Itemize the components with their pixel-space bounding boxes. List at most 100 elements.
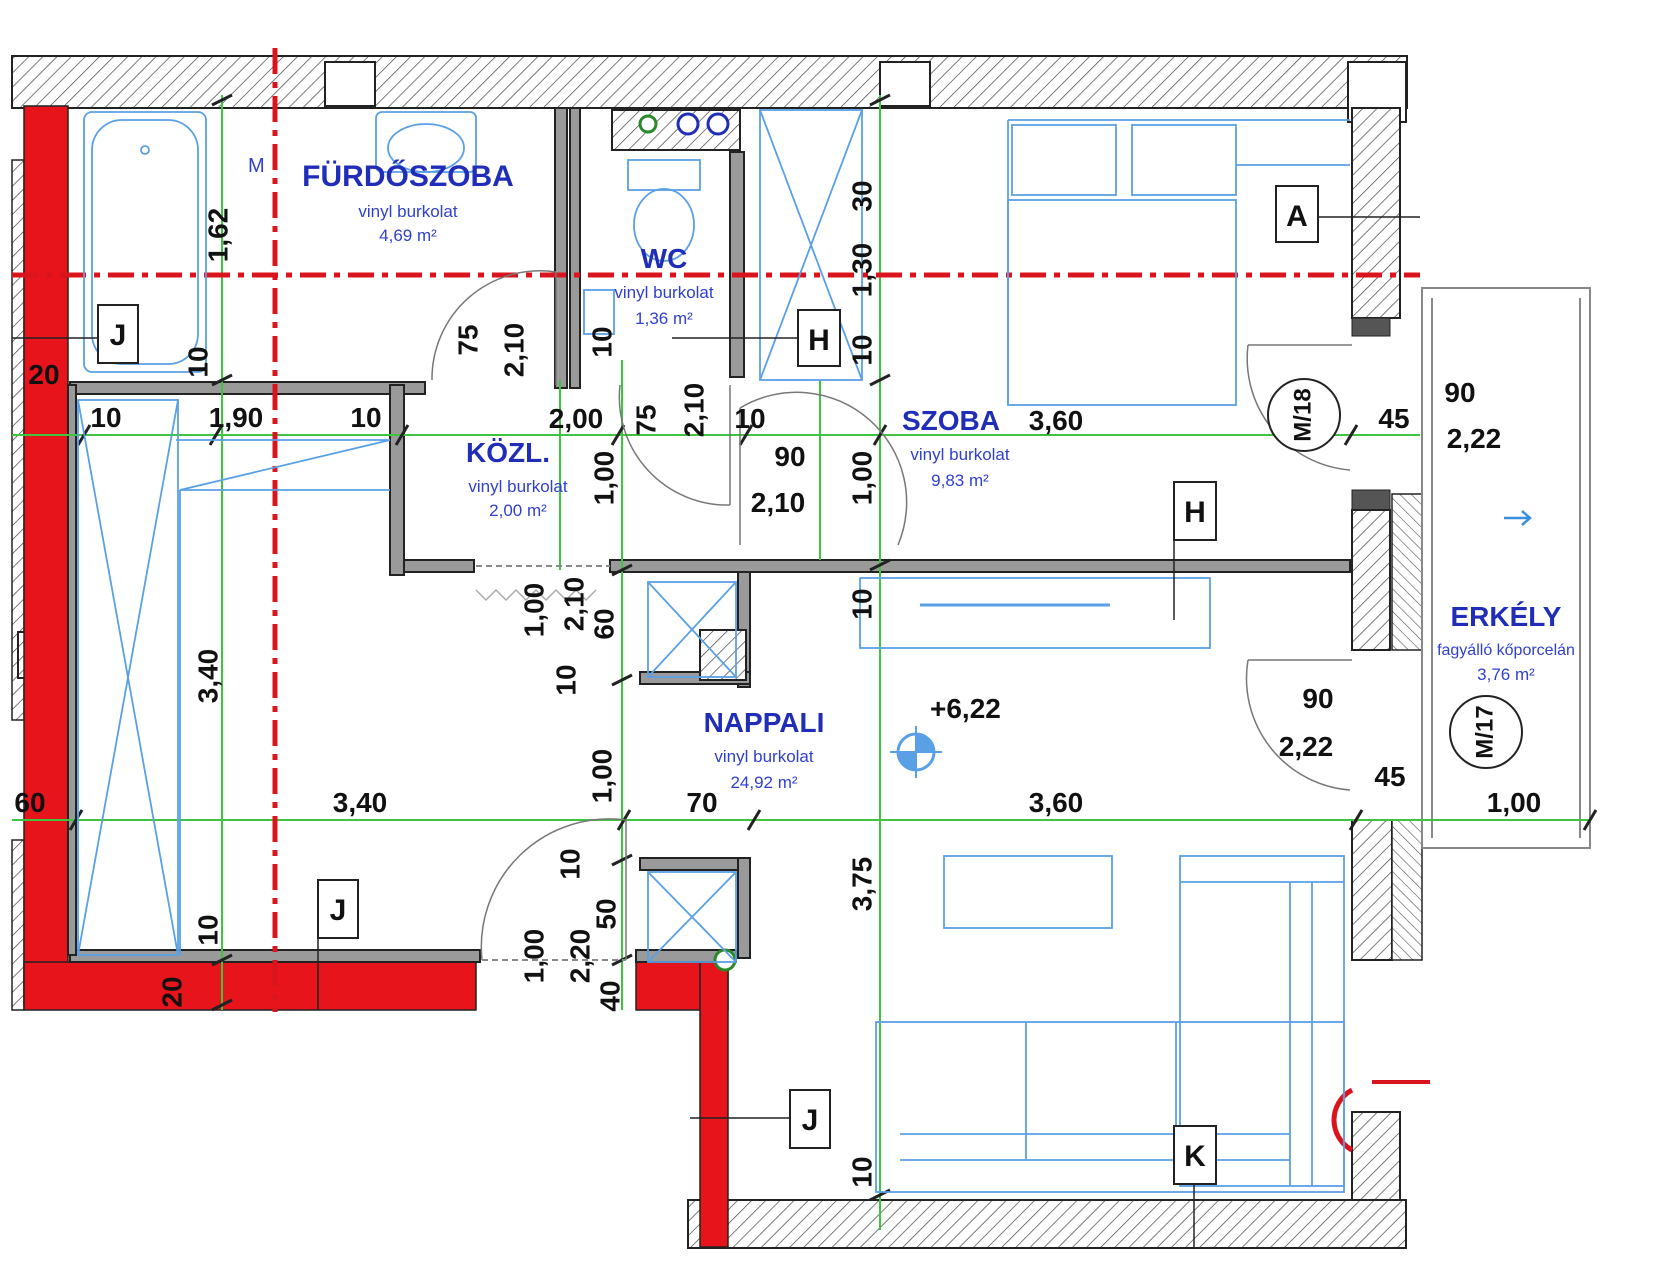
dim: 10 [90, 402, 121, 433]
dimension-ticks [68, 93, 1598, 1202]
svg-text:J: J [110, 319, 127, 352]
dim: 20 [28, 359, 59, 390]
balcony [1421, 287, 1591, 849]
dim: 30 [846, 180, 877, 211]
dim: 1,00 [586, 749, 617, 804]
svg-text:2,00 m²: 2,00 m² [489, 501, 547, 520]
tag-a: A [1275, 185, 1319, 243]
dim: 1,90 [209, 402, 264, 433]
door-marker-m17: M/17 [1449, 695, 1523, 769]
dim: 10 [846, 334, 877, 365]
dim: 60 [588, 608, 619, 639]
room-erkely: ERKÉLY fagyálló kőporcelán 3,76 m² [1437, 601, 1575, 684]
svg-text:NAPPALI: NAPPALI [704, 707, 825, 738]
room-kozl: KÖZL. vinyl burkolat 2,00 m² [466, 437, 568, 520]
new-walls [23, 105, 729, 1248]
kitchen-sink-2 [647, 871, 737, 963]
dim: 2,22 [1447, 423, 1502, 454]
svg-text:J: J [330, 894, 347, 927]
dim: 3,60 [1029, 405, 1084, 436]
section-marker [1331, 1087, 1354, 1153]
svg-text:FÜRDŐSZOBA: FÜRDŐSZOBA [302, 159, 514, 193]
svg-text:M/17: M/17 [1471, 705, 1498, 758]
tag-j-1: J [97, 304, 139, 364]
dim: 40 [594, 980, 625, 1011]
dim: 3,40 [192, 649, 223, 704]
dim: 90 [774, 441, 805, 472]
dim: 10 [350, 402, 381, 433]
dim: 1,62 [202, 208, 233, 263]
svg-text:3,76 m²: 3,76 m² [1477, 665, 1535, 684]
pipe [638, 114, 658, 134]
tag-k: K [1173, 1125, 1217, 1185]
partition [475, 588, 597, 602]
dimension-texts: 1,62 10 20 10 1,90 10 2,00 75 2,10 10 75… [14, 180, 1541, 1187]
svg-text:4,69 m²: 4,69 m² [379, 226, 437, 245]
dim: 10 [550, 664, 581, 695]
arrow-icon [1504, 510, 1532, 526]
dim: 10 [192, 914, 223, 945]
dim: 1,00 [846, 451, 877, 506]
sofa [875, 1021, 1345, 1193]
shower [759, 109, 863, 381]
door-swings [431, 270, 1352, 961]
dim: 1,00 [588, 451, 619, 506]
dim: 60 [14, 787, 45, 818]
dim: 90 [1444, 377, 1475, 408]
svg-text:J: J [802, 1104, 819, 1137]
pipe [676, 112, 700, 136]
sofa-chaise [1179, 855, 1345, 1187]
tag-h-2: H [1173, 481, 1217, 541]
svg-text:K: K [1184, 1140, 1206, 1173]
room-szoba: SZOBA vinyl burkolat 9,83 m² [902, 405, 1010, 490]
dim: 2,10 [678, 383, 709, 438]
room-furdoszoba: FÜRDŐSZOBA vinyl burkolat 4,69 m² [302, 159, 514, 245]
svg-text:ERKÉLY: ERKÉLY [1450, 601, 1561, 632]
fixtures [77, 109, 1350, 1193]
room-wc: WC vinyl burkolat 1,36 m² [614, 243, 713, 328]
dim: 10 [554, 848, 585, 879]
svg-text:H: H [808, 324, 830, 357]
level-marker: +6,22 [890, 693, 1001, 778]
dim: 45 [1378, 403, 1409, 434]
dim: 2,20 [564, 929, 595, 984]
outer-walls [11, 55, 1423, 1249]
dim: 90 [1302, 683, 1333, 714]
dim: 2,22 [1279, 731, 1334, 762]
section-lines [12, 48, 1420, 1012]
svg-text:A: A [1286, 200, 1308, 233]
bath-marker: M [248, 155, 265, 177]
dim: 10 [846, 588, 877, 619]
tag-h-1: H [797, 309, 841, 367]
room-nappali: NAPPALI vinyl burkolat 24,92 m² [704, 707, 825, 792]
dim: 1,30 [846, 243, 877, 298]
dim: 10 [734, 403, 765, 434]
shaft-small [699, 629, 747, 681]
dim: 3,60 [1029, 787, 1084, 818]
svg-text:vinyl burkolat: vinyl burkolat [910, 445, 1009, 464]
dim: 10 [846, 1156, 877, 1187]
dim: 75 [630, 404, 661, 435]
tag-j-3: J [789, 1089, 831, 1149]
tag-j-2: J [317, 879, 359, 939]
desk [859, 577, 1211, 649]
door-marker-m18: M/18 [1267, 378, 1341, 452]
svg-text:H: H [1184, 496, 1206, 529]
dim: 2,10 [751, 487, 806, 518]
dim: 3,40 [333, 787, 388, 818]
dim: 1,00 [518, 929, 549, 984]
svg-text:WC: WC [641, 243, 688, 274]
kitchen-sink [647, 581, 737, 678]
wardrobe-cross [77, 399, 179, 956]
bathtub [83, 111, 207, 373]
svg-text:24,92 m²: 24,92 m² [730, 773, 797, 792]
svg-text:SZOBA: SZOBA [902, 405, 1000, 436]
dim: 20 [156, 976, 187, 1007]
svg-text:vinyl burkolat: vinyl burkolat [358, 202, 457, 221]
svg-text:1,36 m²: 1,36 m² [635, 309, 693, 328]
dimension-lines [12, 95, 1590, 1230]
dim: 75 [452, 324, 483, 355]
dim: 50 [590, 898, 621, 929]
dim: 2,10 [558, 577, 589, 632]
